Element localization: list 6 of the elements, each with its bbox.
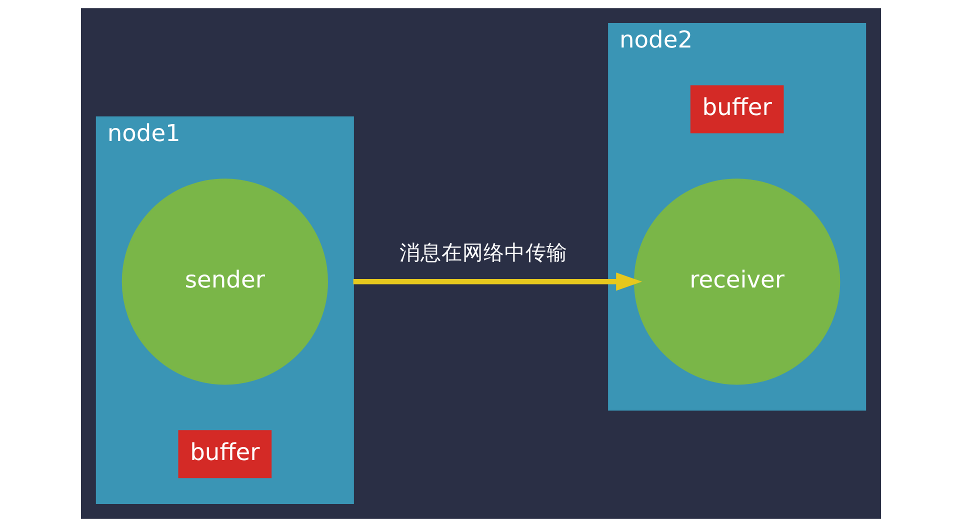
node-circle: sender — [122, 178, 328, 385]
edge-label: 消息在网络中传输 — [399, 240, 568, 264]
arrow — [353, 272, 642, 291]
node-circle: receiver — [634, 178, 840, 385]
node-box: buffer — [690, 85, 784, 134]
node-box: buffer — [178, 430, 272, 478]
